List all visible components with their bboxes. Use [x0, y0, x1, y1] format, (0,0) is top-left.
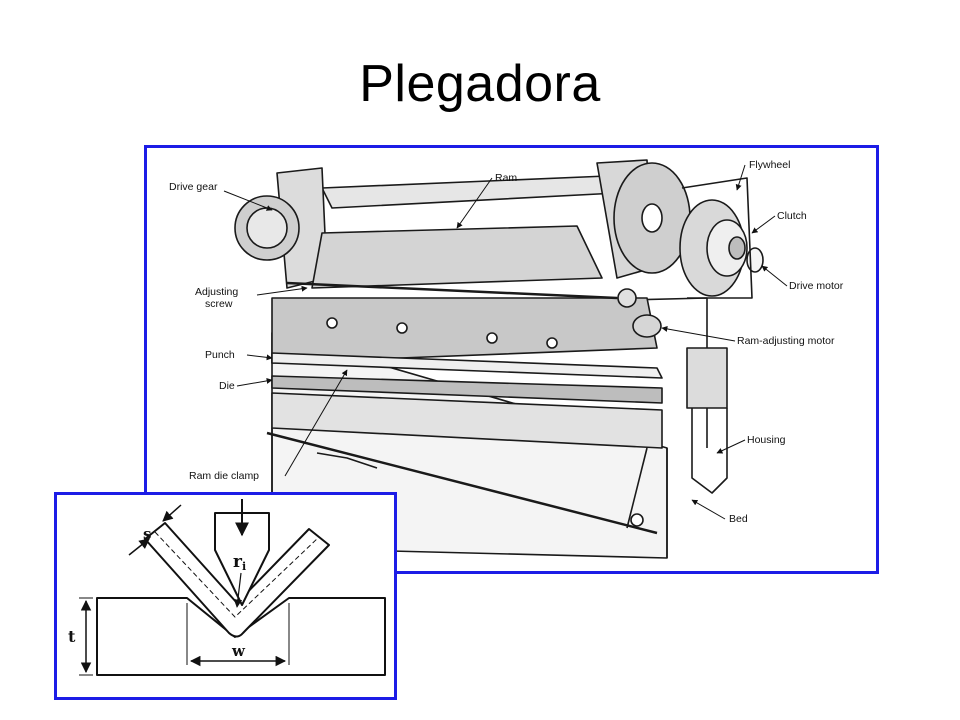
label-w: w [231, 642, 246, 660]
label-ram: Ram [495, 172, 517, 184]
label-s: s [143, 525, 151, 543]
label-clutch: Clutch [777, 210, 807, 222]
label-ram-die-clamp: Ram die clamp [189, 470, 259, 482]
slide-title: Plegadora [359, 55, 601, 113]
label-die: Die [219, 380, 235, 392]
label-flywheel: Flywheel [749, 159, 790, 171]
v-bend-drawing: s ri t w [68, 499, 386, 676]
label-adjusting-screw-line1: Adjusting [195, 286, 238, 298]
label-drive-gear: Drive gear [169, 181, 218, 193]
label-adjusting-screw-line2: screw [205, 298, 233, 310]
label-bed: Bed [729, 513, 748, 525]
label-ram-adjusting-motor: Ram-adjusting motor [737, 335, 835, 347]
v-bend-diagram: s ri t w [54, 492, 397, 700]
label-housing: Housing [747, 434, 786, 446]
label-t: t [68, 627, 76, 646]
label-punch: Punch [205, 349, 235, 361]
label-r: ri [233, 552, 246, 573]
label-drive-motor: Drive motor [789, 280, 844, 292]
